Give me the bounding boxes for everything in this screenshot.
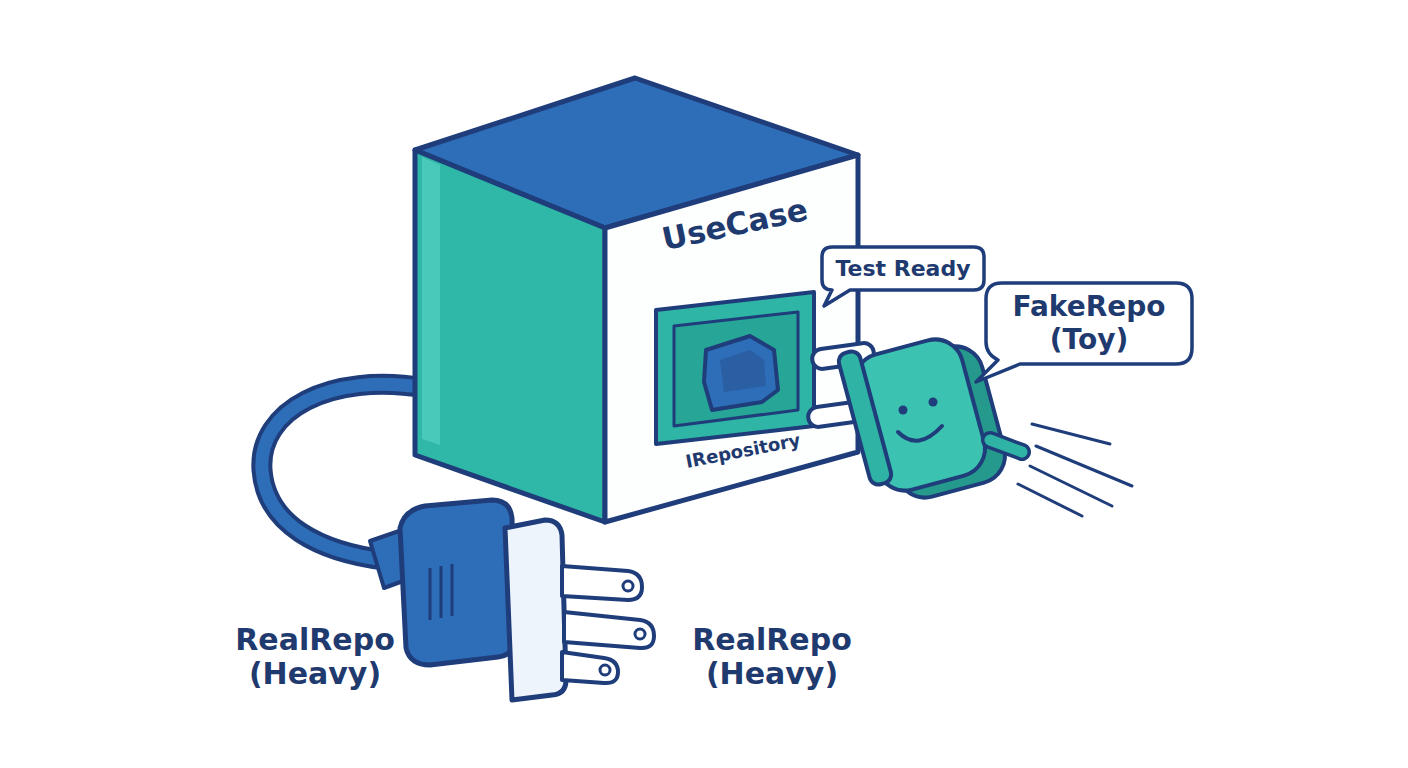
speed-line [1030,466,1112,506]
bubble-text: Test Ready [822,247,984,290]
cube-front [415,150,605,522]
interface-socket: IRepository [650,288,822,478]
grip-line [451,564,454,616]
smiley-mouth [898,426,942,441]
socket-hole-depth [720,350,766,392]
cube-highlight [422,157,440,445]
smiley-eye [899,406,908,415]
prong-hole [623,581,633,591]
speed-line [1032,424,1110,444]
socket-hole [704,336,778,410]
prong-hole [600,665,610,675]
speed-line [1036,446,1132,486]
plug-prong [562,566,642,600]
fake-plug-rim [837,349,893,486]
bubble-text: FakeRepo (Toy) [986,283,1192,364]
plug-face-plate [505,520,566,700]
grip-line [429,568,432,620]
speed-line [1018,484,1082,516]
prong-hole [635,629,645,639]
plug-label: RealRepo (Heavy) [215,612,415,702]
smiley-eye [929,398,938,407]
speech-bubble: Test Ready [818,244,988,310]
socket-frame [656,292,814,444]
fake-cable-outline [990,440,1022,452]
plug-prong [562,652,618,683]
fake-cable [990,440,1022,452]
bubble-outline [822,247,984,306]
grip-line [440,566,443,618]
bubble-outline [976,283,1192,382]
socket-recess [674,312,798,426]
plug-label: RealRepo (Heavy) [672,612,872,702]
plug-prong [564,612,654,648]
cube-side [605,155,858,522]
speech-bubble: FakeRepo (Toy) [972,280,1196,386]
usecase-cube: UseCaseIRepository [410,75,865,530]
heavy-plug-body [400,500,515,665]
